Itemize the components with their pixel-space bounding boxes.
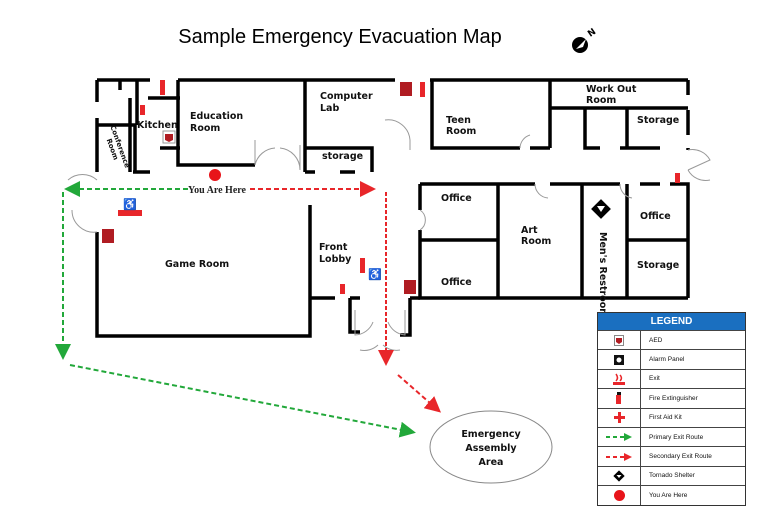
alarm-panel-icon <box>614 354 624 365</box>
room-computer-lab: Lab <box>320 103 339 114</box>
tornado-shelter-icon <box>591 199 611 219</box>
svg-text:Assembly: Assembly <box>465 443 517 454</box>
room-kitchen: Kitchen <box>137 120 178 131</box>
accessible-icon: ♿♿ <box>123 198 382 281</box>
doors <box>67 119 711 351</box>
you-are-here-icon <box>613 489 625 501</box>
exit-icon <box>118 80 425 273</box>
fire-extinguisher-icon <box>140 105 680 294</box>
north-arrow-icon: N <box>572 27 598 53</box>
primary-route <box>69 364 416 438</box>
aed-icon <box>614 334 624 346</box>
you-are-here-marker <box>209 169 221 181</box>
legend-item: You Are Here <box>598 485 745 505</box>
secondary-route-arrow-icon <box>606 452 632 461</box>
room-education: Education <box>190 111 243 122</box>
room-lobby: Front <box>319 242 348 253</box>
legend-item: AED <box>598 330 745 350</box>
secondary-route <box>397 374 442 413</box>
alarm-panel-icon <box>102 82 416 294</box>
legend: LEGEND AED Alarm Panel Exit Fire Extingu… <box>597 312 746 506</box>
legend-item: Secondary Exit Route <box>598 446 745 466</box>
legend-item: Tornado Shelter <box>598 465 745 486</box>
aed-icon <box>162 130 176 144</box>
room-game: Game Room <box>165 259 229 270</box>
emergency-assembly-area: Emergency Assembly Area <box>429 410 553 484</box>
room-storage: storage <box>322 151 363 162</box>
legend-item: First Aid Kit <box>598 407 745 427</box>
svg-text:♿: ♿ <box>123 198 137 211</box>
legend-title: LEGEND <box>598 313 745 330</box>
legend-item: Alarm Panel <box>598 349 745 369</box>
room-art: Room <box>521 236 551 247</box>
room-workout: Work Out <box>586 84 637 95</box>
room-office: Office <box>441 193 472 204</box>
you-are-here-label: You Are Here <box>188 185 247 196</box>
svg-text:♿: ♿ <box>368 268 382 281</box>
room-storage-top: Storage <box>637 115 679 126</box>
room-teen: Teen <box>446 115 471 126</box>
room-lobby: Lobby <box>319 254 352 265</box>
room-workout: Room <box>586 95 616 106</box>
first-aid-kit-icon <box>613 412 625 424</box>
svg-text:N: N <box>586 27 598 40</box>
legend-item: Exit <box>598 368 745 389</box>
evacuation-routes <box>55 181 442 438</box>
room-teen: Room <box>446 126 476 137</box>
floor-plan: N You Are Here ♿♿ Education Room Kitchen… <box>55 27 711 484</box>
tornado-shelter-icon <box>613 470 625 482</box>
room-computer-lab: Computer <box>320 91 373 102</box>
room-office: Office <box>640 211 671 222</box>
fire-extinguisher-icon <box>616 392 621 405</box>
room-education: Room <box>190 123 220 134</box>
legend-item: Fire Extinguisher <box>598 388 745 408</box>
legend-item: Primary Exit Route <box>598 426 745 447</box>
room-storage-bottom: Storage <box>637 260 679 271</box>
svg-text:Emergency: Emergency <box>461 429 521 440</box>
exit-icon <box>613 373 625 385</box>
map-title: Sample Emergency Evacuation Map <box>178 26 502 48</box>
room-art: Art <box>521 225 538 236</box>
walls <box>95 78 690 338</box>
room-restroom: Men's Restroom <box>597 232 608 318</box>
room-office: Office <box>441 277 472 288</box>
primary-route-arrow-icon <box>606 433 632 442</box>
svg-text:Area: Area <box>479 457 504 468</box>
